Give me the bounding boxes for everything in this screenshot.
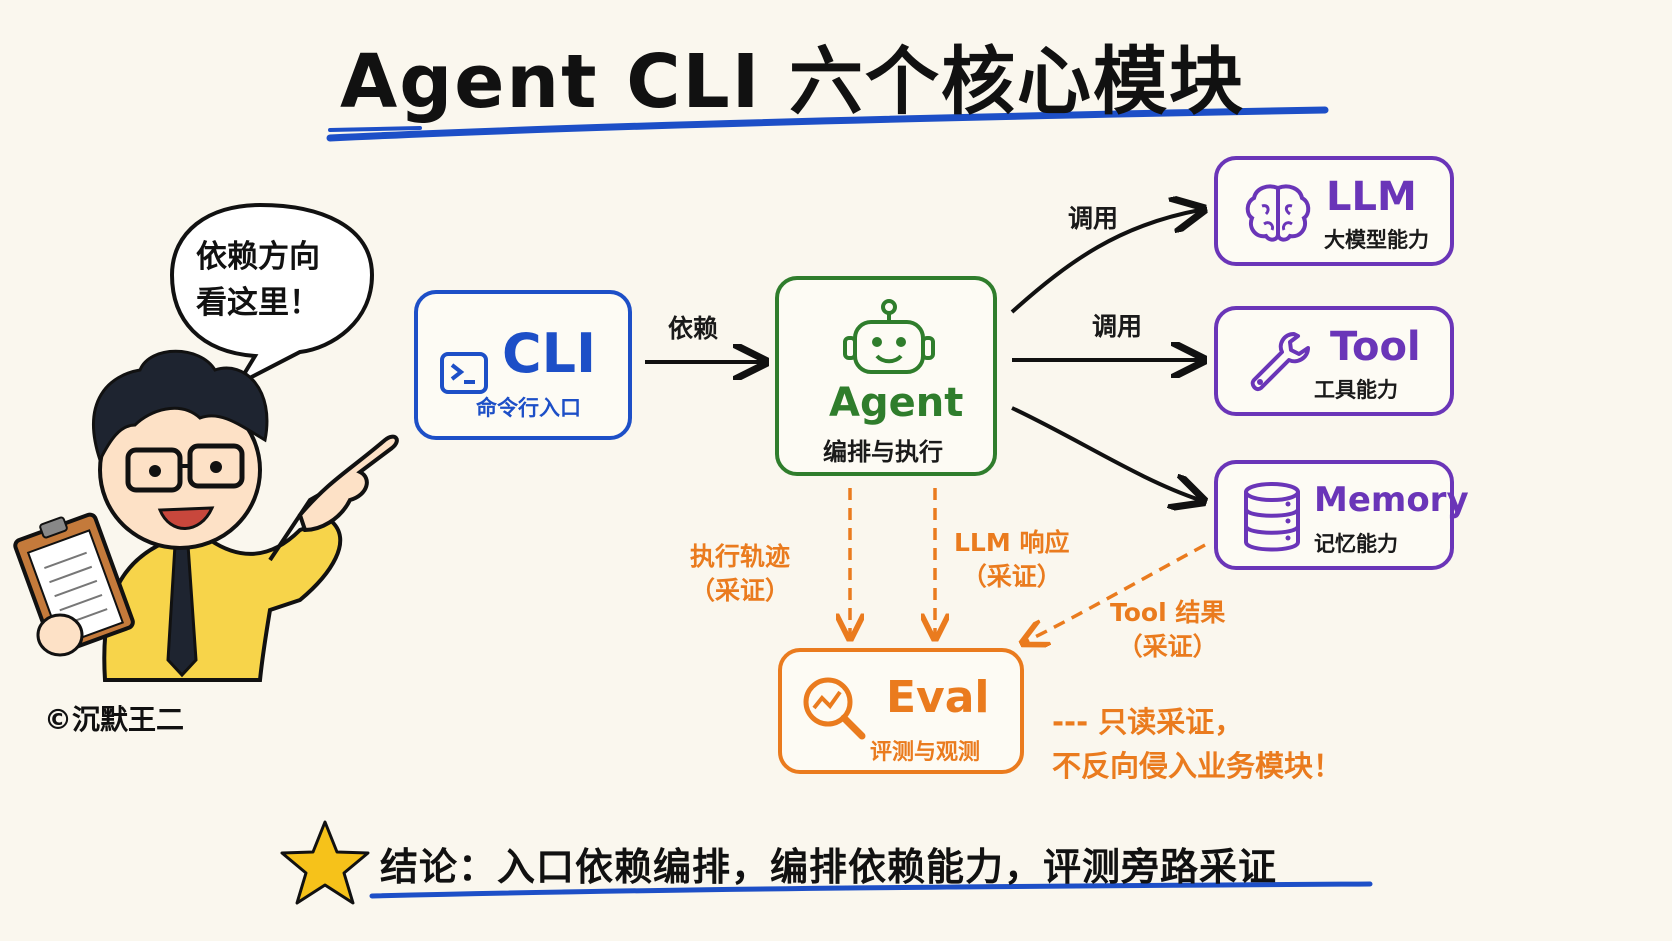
title-underline bbox=[326, 106, 1329, 142]
label-llm-response-line1: LLM 响应 bbox=[954, 528, 1070, 557]
node-cli[interactable]: CLI 命令行入口 bbox=[414, 290, 632, 440]
eval-note-line2: 不反向侵入业务模块！ bbox=[1052, 749, 1343, 783]
conclusion-text: 结论：入口依赖编排，编排依赖能力，评测旁路采证 bbox=[380, 845, 1278, 889]
node-tool-name: Tool bbox=[1330, 324, 1421, 370]
page-title: Agent CLI 六个核心模块 bbox=[340, 39, 1246, 125]
node-eval-sub: 评测与观测 bbox=[870, 740, 981, 765]
dashed-arrow-tool-result bbox=[1025, 543, 1206, 642]
node-memory[interactable]: Memory 记忆能力 bbox=[1214, 460, 1469, 570]
speech-bubble-text: 依赖方向 看这里！ bbox=[196, 234, 356, 326]
label-tool-result: Tool 结果 （采证） bbox=[1110, 596, 1225, 664]
eval-note: --- 只读采证， 不反向侵入业务模块！ bbox=[1052, 700, 1342, 788]
node-llm[interactable]: LLM 大模型能力 bbox=[1214, 156, 1454, 266]
node-eval-name: Eval bbox=[886, 672, 990, 723]
eval-note-line1: --- 只读采证， bbox=[1052, 705, 1244, 739]
copyright: ©沉默王二 bbox=[44, 703, 185, 736]
node-agent-name: Agent bbox=[829, 380, 964, 426]
character-illustration bbox=[13, 349, 399, 682]
node-cli-sub: 命令行入口 bbox=[476, 396, 581, 420]
node-memory-sub: 记忆能力 bbox=[1314, 532, 1398, 556]
node-agent-sub: 编排与执行 bbox=[823, 438, 943, 466]
star-icon bbox=[280, 820, 370, 905]
arrow-agent-memory bbox=[1011, 406, 1200, 500]
node-llm-sub: 大模型能力 bbox=[1324, 228, 1429, 252]
label-llm-response-line2: （采证） bbox=[961, 562, 1062, 591]
label-agent-llm: 调用 bbox=[1068, 204, 1119, 233]
title-underline-accent bbox=[328, 126, 422, 132]
label-tool-result-line2: （采证） bbox=[1117, 632, 1218, 661]
label-llm-response: LLM 响应 （采证） bbox=[954, 526, 1069, 594]
magnifier-chart-icon bbox=[803, 677, 866, 740]
node-eval[interactable]: Eval 评测与观测 bbox=[778, 648, 1024, 774]
conclusion-underline bbox=[369, 881, 1373, 899]
terminal-icon bbox=[440, 352, 488, 394]
label-trace-line2: （采证） bbox=[690, 576, 791, 605]
speech-bubble bbox=[169, 202, 375, 390]
robot-icon bbox=[843, 299, 935, 374]
node-llm-name: LLM bbox=[1326, 174, 1417, 220]
label-trace: 执行轨迹 （采证） bbox=[690, 540, 790, 608]
speech-bubble-line2: 看这里！ bbox=[196, 285, 320, 321]
label-cli-agent: 依赖 bbox=[668, 314, 719, 343]
node-memory-name: Memory bbox=[1314, 480, 1469, 520]
speech-bubble-line1: 依赖方向 bbox=[196, 239, 320, 275]
node-tool-sub: 工具能力 bbox=[1314, 378, 1398, 402]
node-cli-name: CLI bbox=[502, 322, 597, 385]
brain-icon bbox=[1245, 184, 1311, 242]
node-agent[interactable]: Agent 编排与执行 bbox=[775, 276, 997, 476]
label-tool-result-line1: Tool 结果 bbox=[1110, 598, 1226, 627]
wrench-icon bbox=[1250, 332, 1310, 391]
database-icon bbox=[1244, 482, 1300, 552]
node-tool[interactable]: Tool 工具能力 bbox=[1214, 306, 1454, 416]
arrow-agent-llm bbox=[1010, 210, 1200, 314]
label-agent-tool: 调用 bbox=[1092, 312, 1143, 341]
label-trace-line1: 执行轨迹 bbox=[690, 542, 791, 571]
